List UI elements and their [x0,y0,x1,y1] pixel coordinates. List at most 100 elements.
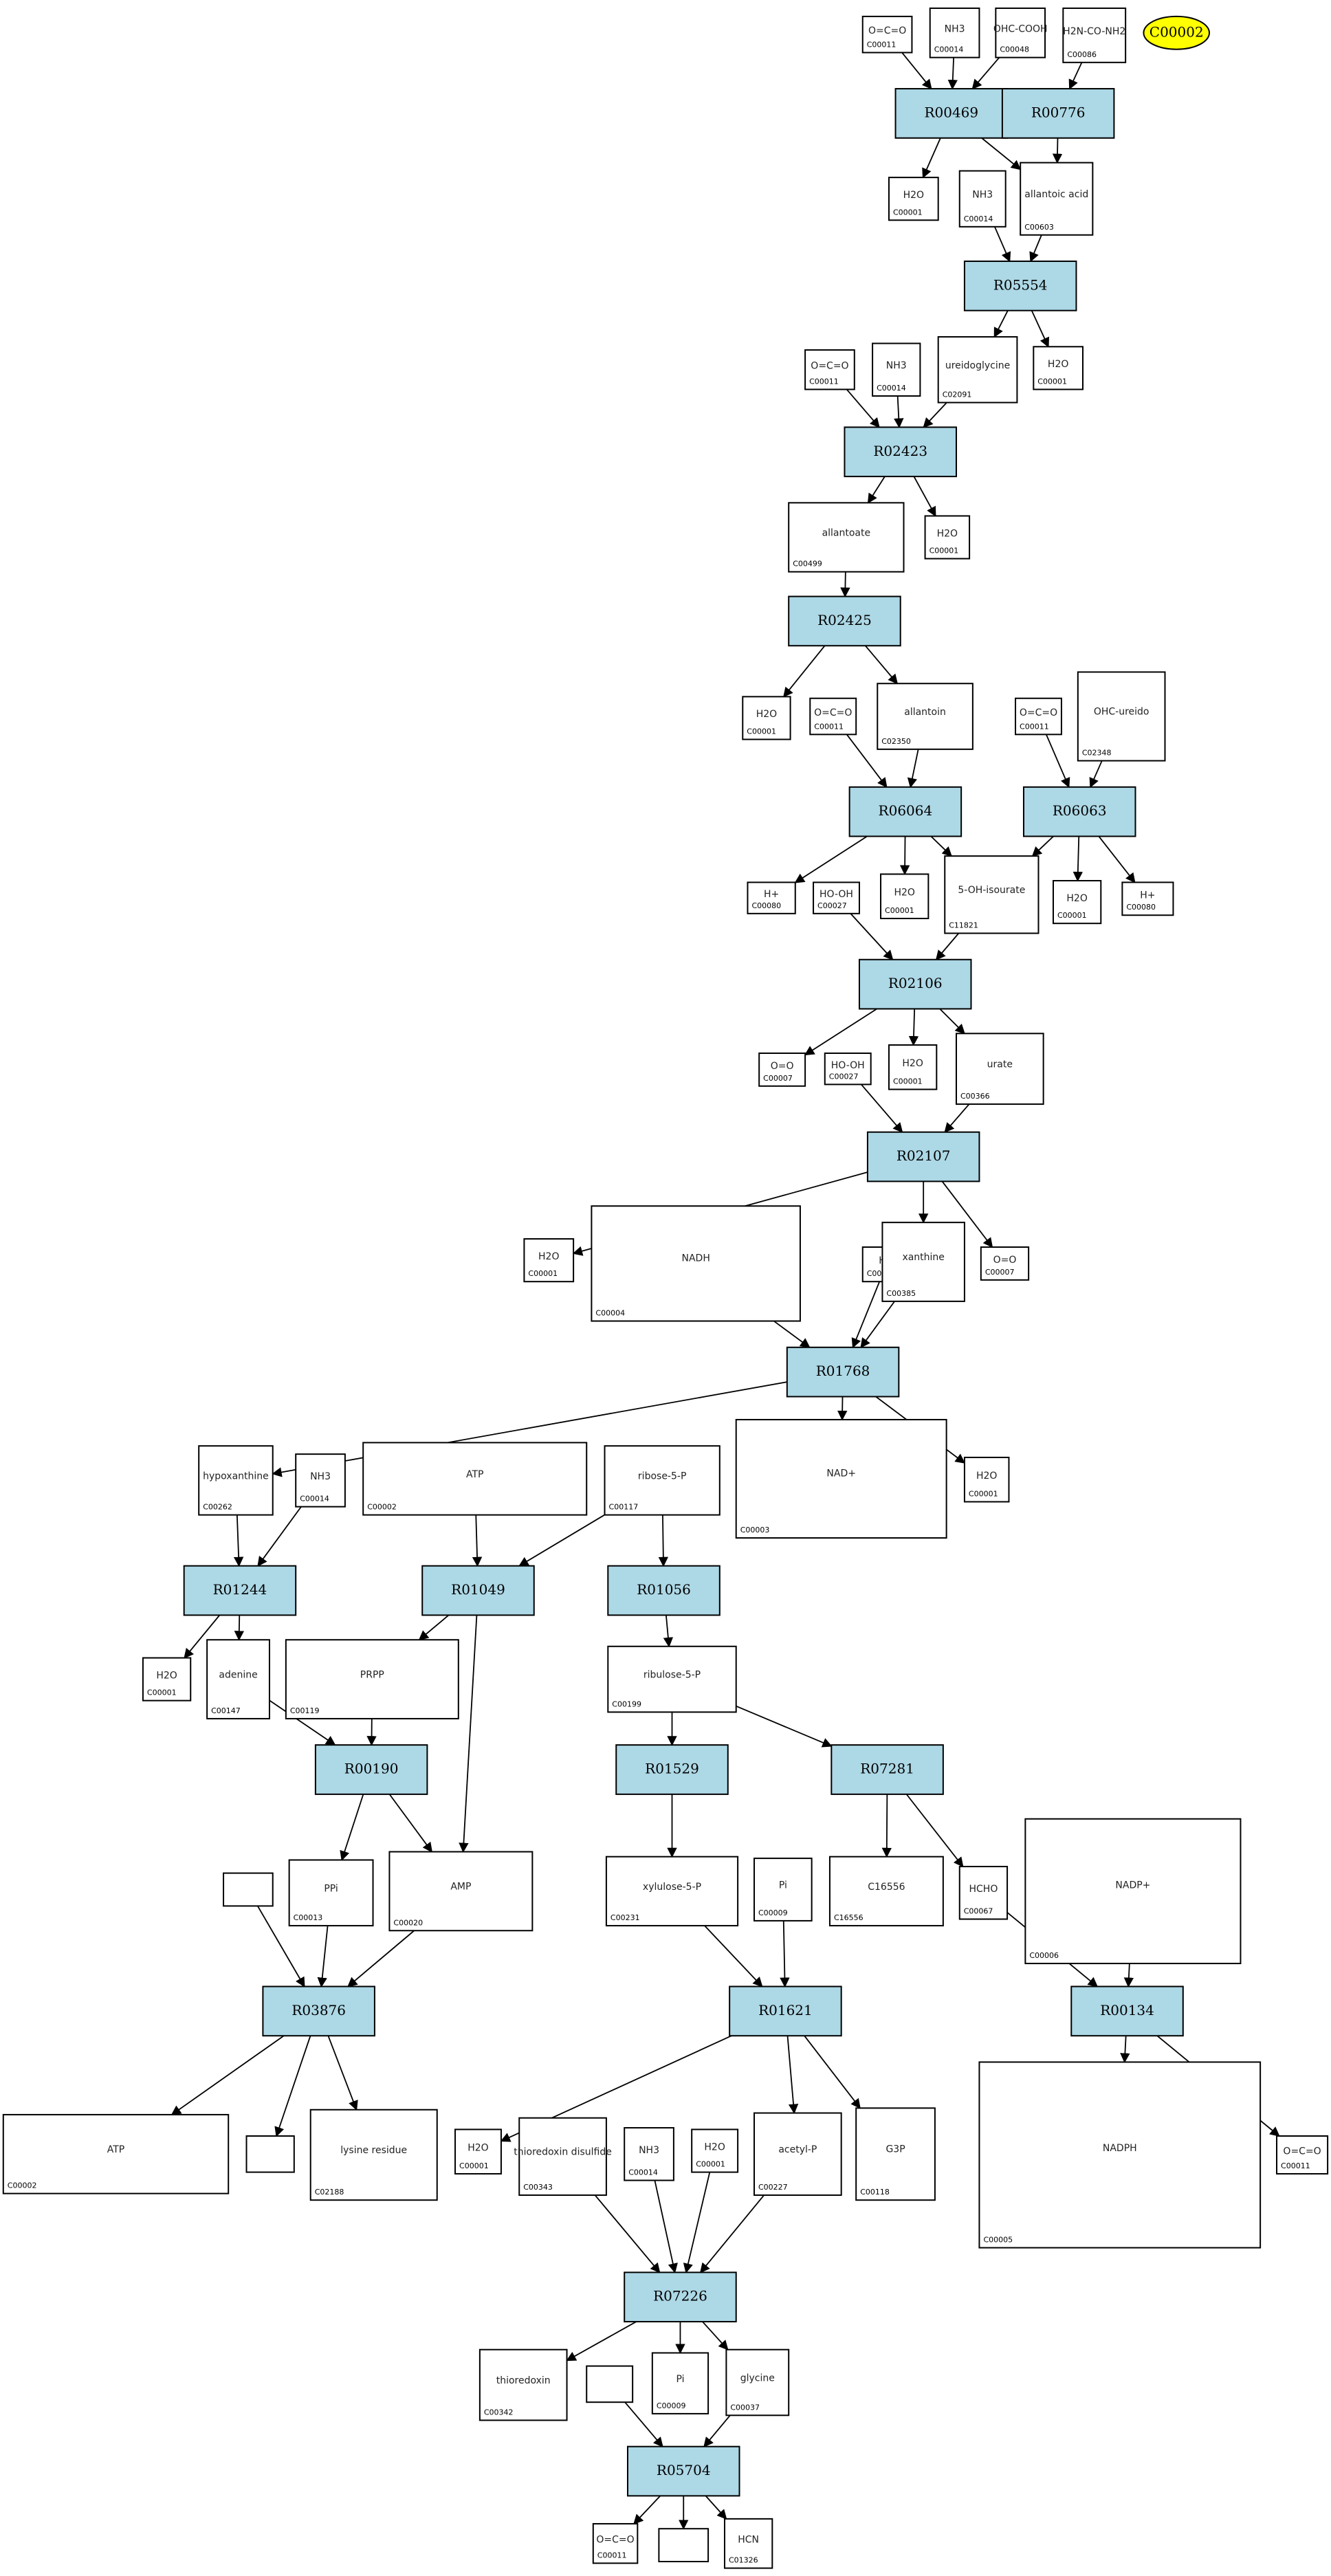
compound-box[interactable] [651,2352,710,2414]
compound-box[interactable] [735,1418,947,1539]
reaction-node-r00190[interactable]: R00190 [314,1744,428,1795]
compound-box[interactable] [872,342,921,397]
compound-node[interactable] [586,2365,634,2403]
compound-box[interactable] [454,2128,502,2175]
reaction-node-r02107[interactable]: R02107 [866,1131,980,1182]
reaction-node-r01056[interactable]: R01056 [607,1565,720,1616]
reaction-node-r01768[interactable]: R01768 [786,1346,900,1398]
compound-box[interactable] [362,1442,588,1516]
compound-box[interactable] [604,1445,720,1516]
reaction-node-r02425[interactable]: R02425 [788,595,901,647]
compound-box[interactable] [924,515,971,560]
compound-box[interactable] [888,1044,938,1090]
compound-box[interactable] [1015,697,1062,736]
compound-box[interactable] [958,170,1006,228]
compound-box[interactable] [142,1657,192,1702]
compound-box[interactable] [754,2112,842,2197]
compound-box[interactable] [1276,2135,1329,2175]
reaction-box[interactable] [788,595,901,647]
reaction-box[interactable] [1001,88,1115,139]
compound-box[interactable] [592,2523,639,2564]
compound-box[interactable] [285,1639,459,1719]
compound-box[interactable] [1020,162,1094,236]
reaction-box[interactable] [866,1131,980,1182]
compound-box[interactable] [658,2528,710,2563]
compound-box[interactable] [1052,880,1102,925]
reaction-node-r02106[interactable]: R02106 [858,958,972,1010]
reaction-box[interactable] [844,426,957,478]
reaction-box[interactable] [729,1985,842,2037]
start-ellipse[interactable] [1143,15,1211,50]
compound-box[interactable] [754,1858,813,1922]
reaction-box[interactable] [607,1565,720,1616]
compound-box[interactable] [747,881,796,914]
compound-node[interactable]: NADP+C00006 [1024,1818,1242,1965]
reaction-box[interactable] [963,261,1077,311]
compound-box[interactable] [958,1866,1009,1920]
compound-box[interactable] [937,335,1018,404]
reaction-box[interactable] [626,2445,740,2497]
compound-box[interactable] [206,1639,270,1719]
compound-box[interactable] [861,15,913,54]
compound-box[interactable] [605,1856,739,1927]
compound-box[interactable] [691,2128,739,2173]
compound-box[interactable] [388,1851,534,1932]
reaction-box[interactable] [830,1744,944,1795]
reaction-box[interactable] [615,1744,729,1795]
compound-box[interactable] [855,2107,936,2201]
reaction-box[interactable] [314,1744,428,1795]
reaction-node-r00134[interactable]: R00134 [1070,1985,1184,2037]
compound-box[interactable] [804,349,855,390]
compound-box[interactable] [944,855,1040,934]
reaction-box[interactable] [858,958,972,1010]
compound-box[interactable] [995,7,1046,58]
reaction-box[interactable] [421,1565,535,1616]
compound-node[interactable] [245,2135,295,2173]
compound-box[interactable] [881,1222,965,1302]
compound-box[interactable] [978,2061,1262,2249]
reaction-node-r00469[interactable]: R00469 [894,88,1009,139]
reaction-node-r00776[interactable]: R00776 [1001,88,1115,139]
reaction-node-r02423[interactable]: R02423 [844,426,957,478]
compound-box[interactable] [288,1859,374,1927]
compound-box[interactable] [929,7,980,58]
reaction-box[interactable] [1070,1985,1184,2037]
compound-box[interactable] [295,1453,346,1508]
compound-box[interactable] [1062,7,1127,63]
reaction-box[interactable] [894,88,1009,139]
compound-node[interactable]: NAD+C00003 [735,1418,947,1539]
compound-box[interactable] [809,697,857,736]
